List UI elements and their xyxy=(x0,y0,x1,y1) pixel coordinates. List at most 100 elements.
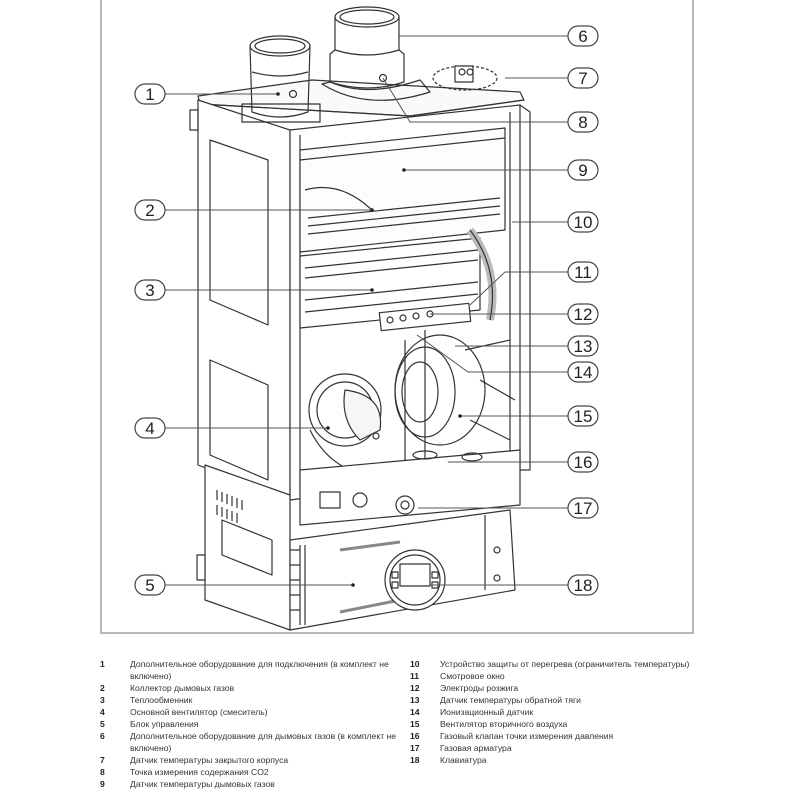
flue-pipe-1 xyxy=(241,35,321,123)
callout-16: 16 xyxy=(567,451,599,473)
legend-number: 13 xyxy=(410,695,420,705)
callout-number: 2 xyxy=(145,201,154,220)
callout-number: 16 xyxy=(574,453,593,472)
casing-temp-sensor xyxy=(432,65,498,91)
legend-number: 6 xyxy=(100,731,105,741)
legend-item: 1 Дополнительное оборудование для подключ… xyxy=(100,658,400,682)
callout-number: 7 xyxy=(578,69,587,88)
legend-text: Коллектор дымовых газов xyxy=(130,683,235,693)
legend-text: Блок управления xyxy=(130,719,199,729)
left-side-panel xyxy=(197,99,291,501)
legend-item: 15 Вентилятор вторичного воздуха xyxy=(410,718,730,730)
legend-number: 2 xyxy=(100,683,105,693)
secondary-air-fan xyxy=(394,330,516,460)
legend-text: Устройство защиты от перегрева (ограничи… xyxy=(440,659,690,669)
legend-text: Точка измерения содержания CO2 xyxy=(130,767,269,777)
callout-bubble xyxy=(567,111,599,133)
callout-bubble xyxy=(134,417,166,439)
callout-4: 4 xyxy=(134,417,166,439)
callout-bubble xyxy=(567,574,599,596)
keypad xyxy=(384,549,446,611)
legend-number: 14 xyxy=(410,707,420,717)
legend-number: 3 xyxy=(100,695,105,705)
flue-pipe-6 xyxy=(321,6,431,101)
callout-bubble xyxy=(567,261,599,283)
callout-number: 11 xyxy=(574,263,592,282)
callout-number: 1 xyxy=(145,85,154,104)
leader-14 xyxy=(416,334,568,373)
legend-text: Газовый клапан точки измерения давления xyxy=(440,731,614,741)
legend-number: 7 xyxy=(100,755,105,765)
callout-number: 14 xyxy=(574,363,593,382)
legend-number: 12 xyxy=(410,683,420,693)
leader-8 xyxy=(382,77,568,123)
ignition-electrodes xyxy=(378,302,472,332)
legend-text: Вентилятор вторичного воздуха xyxy=(440,719,568,729)
callout-number: 12 xyxy=(574,305,593,324)
legend-number: 10 xyxy=(410,659,420,669)
callout-number: 5 xyxy=(145,576,154,595)
callout-18: 18 xyxy=(567,574,599,596)
legend-item: 2 Коллектор дымовых газов xyxy=(100,682,400,694)
legend-item: 5 Блок управления xyxy=(100,718,400,730)
callout-9: 9 xyxy=(567,159,599,181)
callout-17: 17 xyxy=(567,497,599,519)
lower-left-panel xyxy=(196,464,291,631)
legend-text: Клавиатура xyxy=(440,755,487,765)
legend-number: 8 xyxy=(100,767,105,777)
legend-left-column: 1 Дополнительное оборудование для подключ… xyxy=(100,658,400,790)
left-panel-recess-top xyxy=(209,139,269,326)
callout-bubble xyxy=(134,574,166,596)
legend-number: 15 xyxy=(410,719,420,729)
legend-item: 10 Устройство защиты от перегрева (ограни… xyxy=(410,658,730,670)
legend-number: 11 xyxy=(410,671,420,681)
callout-14: 14 xyxy=(567,361,599,383)
leader-dots xyxy=(276,92,462,587)
callout-bubble xyxy=(567,405,599,427)
legend-right-column: 10 Устройство защиты от перегрева (ограни… xyxy=(410,658,730,766)
callout-bubble xyxy=(567,159,599,181)
callout-bubble xyxy=(134,279,166,301)
callout-bubble xyxy=(134,199,166,221)
callout-bubble xyxy=(567,497,599,519)
left-panel-recess-bottom xyxy=(209,359,269,481)
legend: 1 Дополнительное оборудование для подключ… xyxy=(0,658,800,800)
legend-text: Датчик температуры закрытого корпуса xyxy=(130,755,289,765)
callout-bubble xyxy=(567,303,599,325)
legend-text: Основной вентилятор (смеситель) xyxy=(130,707,268,717)
wall-bracket-top xyxy=(189,109,199,131)
legend-text: Теплообменник xyxy=(130,695,193,705)
legend-text: Ионизационный датчик xyxy=(440,707,534,717)
callout-6: 6 xyxy=(567,25,599,47)
legend-number: 5 xyxy=(100,719,105,729)
callout-8: 8 xyxy=(567,111,599,133)
callout-number: 10 xyxy=(574,213,593,232)
legend-number: 17 xyxy=(410,743,420,753)
legend-text: Дополнительное оборудование для подключе… xyxy=(130,659,389,681)
callout-number: 6 xyxy=(578,27,587,46)
callout-2: 2 xyxy=(134,199,166,221)
callout-15: 15 xyxy=(567,405,599,427)
callout-3: 3 xyxy=(134,279,166,301)
callout-13: 13 xyxy=(567,335,599,357)
callout-10: 10 xyxy=(567,211,599,233)
flue-gas-collector xyxy=(299,127,506,253)
legend-number: 9 xyxy=(100,779,105,789)
callout-number: 9 xyxy=(578,161,587,180)
callout-bubble xyxy=(567,451,599,473)
legend-number: 1 xyxy=(100,659,105,669)
callout-number: 18 xyxy=(574,576,593,595)
heat-exchanger xyxy=(299,237,481,329)
callout-7: 7 xyxy=(567,67,599,89)
callout-number: 15 xyxy=(574,407,593,426)
callout-bubble xyxy=(567,361,599,383)
